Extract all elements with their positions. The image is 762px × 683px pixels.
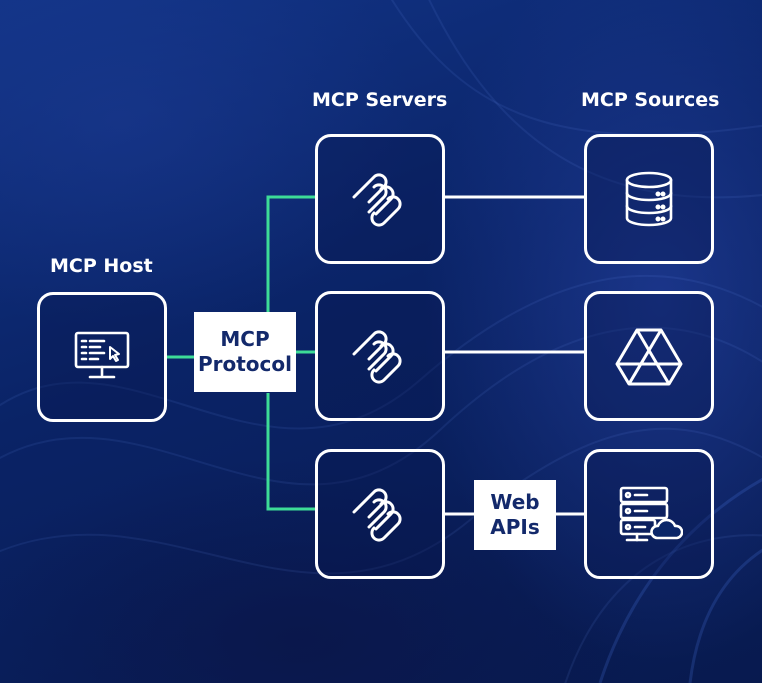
heading-mcp-sources: MCP Sources — [581, 89, 720, 111]
google-drive-icon — [615, 328, 683, 386]
connector-protocol-server1 — [266, 195, 316, 312]
web-apis-label-line2: APIs — [490, 515, 540, 539]
mcp-logo-icon — [352, 488, 402, 542]
mcp-source-drive-node[interactable] — [584, 291, 714, 421]
mcp-protocol-label: MCP Protocol — [194, 312, 296, 392]
mcp-server-1-node[interactable] — [315, 134, 445, 264]
mcp-server-2-node[interactable] — [315, 291, 445, 421]
mcp-logo-icon — [352, 173, 402, 227]
computer-monitor-icon — [74, 331, 130, 379]
mcp-logo-icon — [352, 330, 402, 384]
mcp-protocol-label-line2: Protocol — [197, 352, 292, 376]
mcp-protocol-label-line1: MCP — [220, 327, 270, 351]
heading-mcp-host: MCP Host — [50, 255, 153, 277]
connector-protocol-server3 — [266, 393, 316, 511]
database-icon — [625, 171, 673, 227]
heading-mcp-servers: MCP Servers — [312, 89, 448, 111]
server-cloud-icon — [619, 486, 683, 542]
mcp-source-server-cloud-node[interactable] — [584, 449, 714, 579]
mcp-server-3-node[interactable] — [315, 449, 445, 579]
web-apis-label: Web APIs — [474, 480, 556, 550]
mcp-source-database-node[interactable] — [584, 134, 714, 264]
web-apis-label-line1: Web — [490, 490, 540, 514]
mcp-host-node[interactable] — [37, 292, 167, 422]
